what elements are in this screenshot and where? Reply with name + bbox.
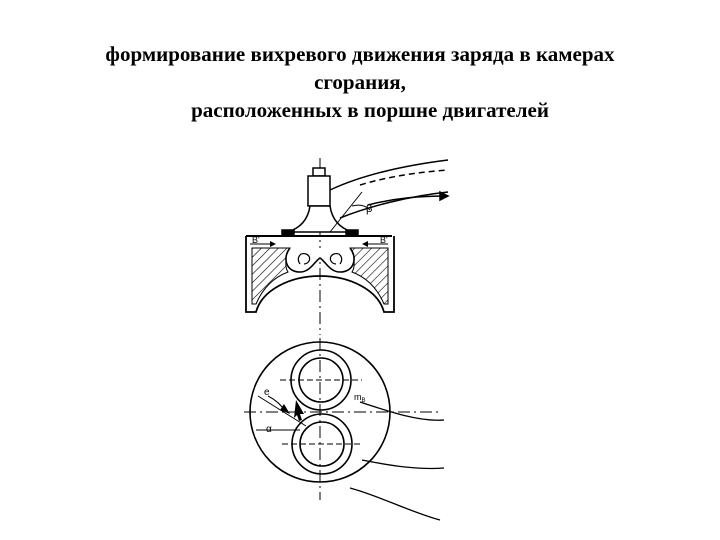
b-right-label: B': [380, 235, 388, 245]
valve-stem: [307, 175, 331, 207]
piston-outline: [245, 236, 395, 313]
b-left-label: B': [252, 235, 260, 245]
swirl-left: [297, 253, 311, 265]
m-b-sub: B: [362, 398, 366, 404]
m-b-label: mB: [354, 392, 366, 404]
flow-arrow-head-1: [439, 190, 450, 202]
head-mark-right: [345, 229, 359, 237]
flow-curve-3: [349, 487, 441, 521]
head-mark-left: [281, 229, 295, 237]
top-view: [244, 338, 445, 521]
pointer-mark: [294, 400, 304, 421]
flow-curve-1: [359, 401, 445, 421]
beta-angle-line: [329, 191, 363, 233]
intake-port-upper: [329, 159, 449, 191]
title-line-1: формирование вихревого движения заряда в…: [105, 42, 615, 66]
beta-label: β: [366, 203, 372, 215]
slide-title: формирование вихревого движения заряда в…: [0, 40, 720, 124]
piston-hatch-left: [251, 247, 291, 305]
beta-arc: [351, 204, 371, 211]
swirl-right: [329, 253, 343, 265]
valve-stem-cap: [312, 167, 326, 177]
section-view: [245, 158, 450, 335]
b-left-arrow-head: [270, 241, 276, 247]
flow-line-2: [367, 195, 449, 206]
flow-line-1: [359, 169, 449, 186]
intake-port-lower: [339, 191, 449, 219]
e-label: e: [264, 387, 270, 398]
piston-hatch-right: [349, 247, 389, 305]
b-right-arrow-head: [362, 241, 368, 247]
title-line-3: расположенных в поршне двигателей: [191, 98, 549, 122]
e-arrow-head: [280, 404, 290, 414]
alpha-label: α: [266, 424, 272, 435]
flow-curve-2: [361, 459, 445, 470]
valve-head: [287, 205, 353, 233]
title-line-2: сгорания,: [314, 70, 406, 94]
alpha-ray: [257, 395, 307, 427]
m-b-main: m: [354, 392, 362, 402]
